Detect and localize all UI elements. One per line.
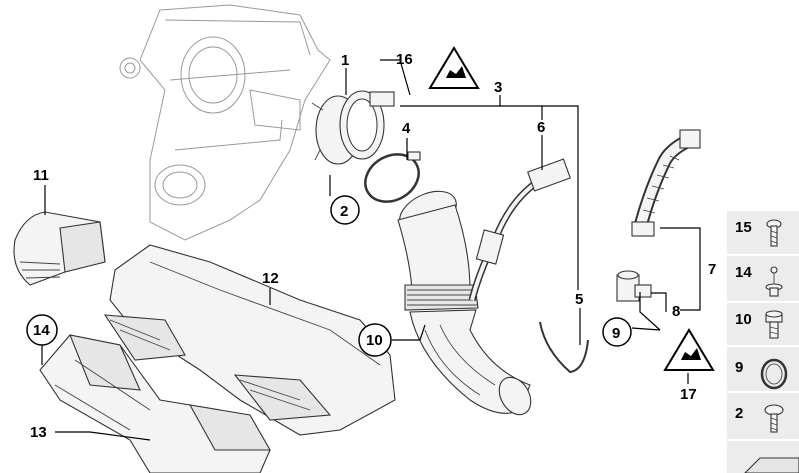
part-5-wire-bracket [539,321,589,374]
part-11-air-duct [13,211,106,286]
part-6-wiring-harness [468,158,571,301]
legend-bottom-fragment [744,457,799,473]
legend-label-15: 15 [735,219,752,236]
callout-2: 2 [340,203,348,220]
callout-3: 3 [494,79,502,96]
bolt-10-drawing [765,310,783,339]
callout-13: 13 [30,424,47,441]
screw-15-drawing [766,219,782,247]
legend-label-14: 14 [735,264,752,281]
callout-4: 4 [402,120,411,137]
callout-6: 6 [537,119,545,136]
legend-panel [727,211,799,473]
part-10-intake-boot [397,190,532,416]
screw-2-drawing [764,404,784,433]
callout-2-circle [330,195,360,225]
seal-ring-9-drawing [760,358,788,390]
legend-label-10: 10 [735,311,752,328]
part-7-vent-hose [631,129,701,237]
callout-14: 14 [33,322,50,339]
caution-triangle-icon [663,328,715,371]
callout-11: 11 [33,167,49,184]
caution-triangle-icon [428,46,480,89]
callout-16: 16 [396,51,413,68]
legend-label-2: 2 [735,405,743,422]
callout-17: 17 [680,386,697,403]
air-filter-housing-ghost [119,4,331,241]
callout-8: 8 [672,303,680,320]
callout-5: 5 [575,291,583,308]
part-12-intake-duct [103,244,396,436]
callout-1: 1 [341,52,349,69]
callout-10-circle [358,323,392,357]
callout-9: 9 [612,325,620,342]
legend-label-9: 9 [735,359,743,376]
leader-lines [41,59,701,441]
part-1-air-flow-meter [311,90,395,165]
callout-10: 10 [366,332,383,349]
legend-separators [727,254,799,441]
callout-9-circle [602,317,632,347]
callout-14-circle [26,314,58,346]
part-13-lower-duct [39,334,271,473]
part-8-sensor [616,270,652,302]
callout-12: 12 [262,270,279,287]
callout-7: 7 [708,261,716,278]
stud-14-drawing [765,266,783,297]
part-4-hose-clamp [364,151,421,203]
